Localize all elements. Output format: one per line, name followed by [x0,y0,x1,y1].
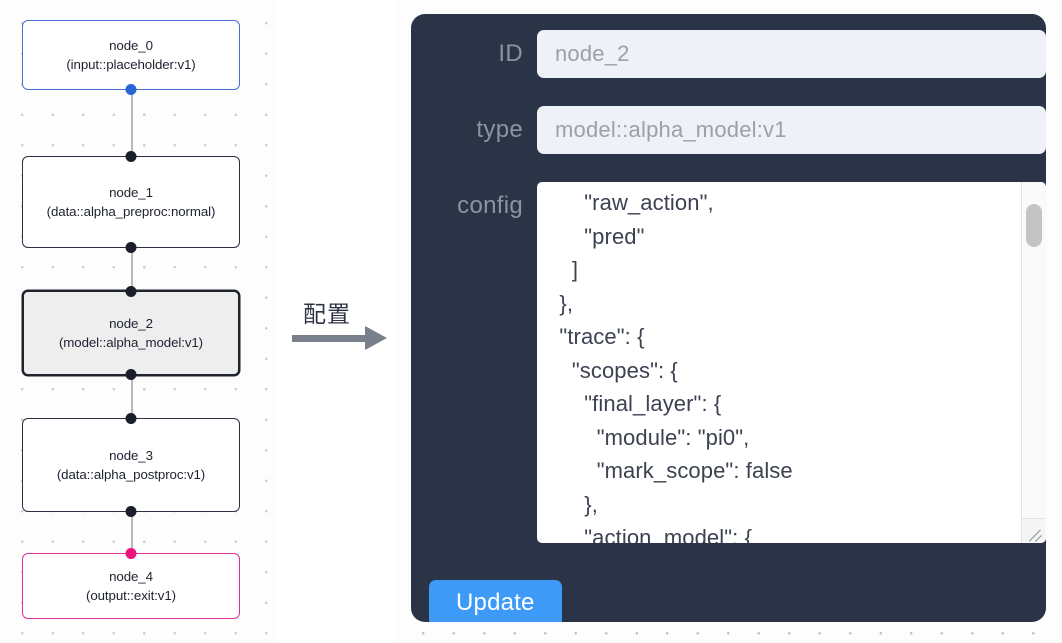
node-id-label: node_1 [109,185,153,200]
node-handle-source[interactable] [125,84,137,95]
field-row-config: config "raw_action", "pred" ] }, "trace"… [411,182,1046,543]
edge-node1-node2 [131,248,133,290]
config-textarea[interactable]: "raw_action", "pred" ] }, "trace": { "sc… [559,190,793,543]
graph-node-node_3[interactable]: node_3 (data::alpha_postproc:v1) [22,413,240,517]
node-type-label: (output::exit:v1) [86,588,176,603]
graph-node-node_1[interactable]: node_1 (data::alpha_preproc:normal) [22,151,240,253]
node-handle-source[interactable] [125,369,137,380]
node-id-label: node_0 [109,38,153,53]
transition-arrow-group: 配置 [289,295,393,365]
edge-node2-node3 [131,376,133,418]
edge-node3-node4 [131,512,133,553]
node-handle-source[interactable] [125,506,137,517]
id-field-label: ID [498,40,523,67]
arrow-shaft-icon [292,335,368,342]
type-input[interactable] [537,106,1046,154]
node-handle-target[interactable] [125,413,137,424]
graph-node-node_2[interactable]: node_2 (model::alpha_model:v1) [22,286,240,380]
field-row-type: type [411,106,1046,154]
graph-canvas[interactable]: node_0 (input::placeholder:v1) node_1 (d… [0,0,276,643]
node-id-label: node_4 [109,569,153,584]
resize-grip-icon[interactable] [1022,518,1045,542]
node-handle-target[interactable] [125,286,137,297]
config-scrollbar[interactable] [1021,182,1046,543]
update-button[interactable]: Update [429,580,562,622]
node-type-label: (model::alpha_model:v1) [58,335,204,350]
edge-node0-node1 [131,90,133,156]
config-scrollbar-thumb[interactable] [1026,204,1042,247]
transition-label: 配置 [303,302,351,328]
node-handle-target[interactable] [125,548,137,559]
node-handle-source[interactable] [125,242,137,253]
node-config-panel: ID type config "raw_action", "pred" ] },… [411,14,1046,622]
node-type-label: (data::alpha_postproc:v1) [56,467,206,482]
node-type-label: (input::placeholder:v1) [66,57,196,72]
node-handle-target[interactable] [125,151,137,162]
config-textarea-wrapper[interactable]: "raw_action", "pred" ] }, "trace": { "sc… [537,182,1046,543]
field-row-id: ID [411,30,1046,78]
type-field-label: type [476,116,523,143]
arrow-head-icon [365,326,387,350]
graph-node-node_4[interactable]: node_4 (output::exit:v1) [22,548,240,619]
node-type-label: (data::alpha_preproc:normal) [46,204,216,219]
graph-node-node_0[interactable]: node_0 (input::placeholder:v1) [22,20,240,95]
config-field-label: config [457,192,523,219]
id-input[interactable] [537,30,1046,78]
node-id-label: node_3 [109,448,153,463]
node-id-label: node_2 [109,316,153,331]
